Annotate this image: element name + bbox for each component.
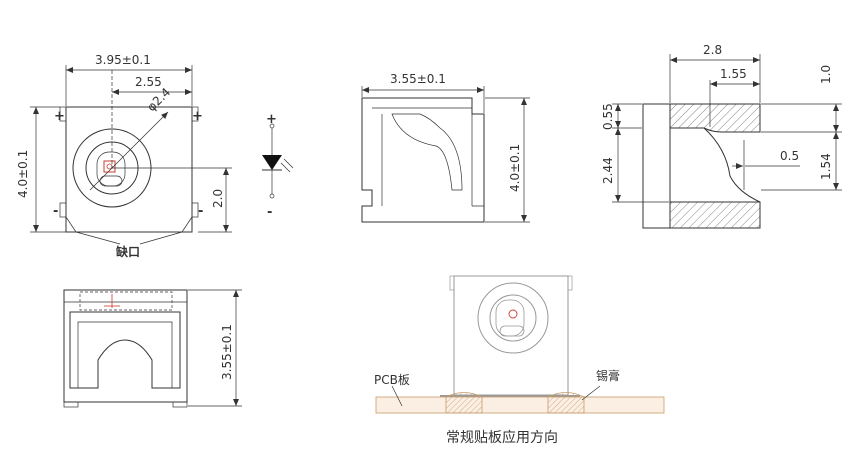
mounting-caption: 常规贴板应用方向 xyxy=(446,429,558,446)
led-symbol: + - xyxy=(262,112,294,220)
pcb-label: PCB板 xyxy=(374,373,410,387)
bottom-left-tab xyxy=(59,202,67,218)
mount-lens-inner xyxy=(489,294,537,342)
side-width-label: 3.55±0.1 xyxy=(390,72,446,86)
symbol-minus: - xyxy=(267,205,272,220)
notch-left xyxy=(65,216,77,233)
notch-label: 缺口 xyxy=(116,244,140,259)
top-left-plus: + xyxy=(54,109,65,124)
sec-2.44-label: 2.44 xyxy=(601,157,615,184)
bottom-outline xyxy=(63,289,188,403)
diode-triangle xyxy=(262,155,282,170)
section-left-wall xyxy=(642,103,671,229)
offset-dim-label: 2.55 xyxy=(135,75,162,89)
diameter-label: φ2.4 xyxy=(144,85,173,114)
section-top-hatch xyxy=(669,103,761,133)
bottom-right-minus: - xyxy=(198,204,203,219)
mount-tab-tl xyxy=(449,275,455,291)
bottom-inner-walls xyxy=(77,321,173,388)
bottom-view: 3.55±0.1 xyxy=(63,289,242,408)
solder-label: 锡膏 xyxy=(596,368,620,383)
section-view: 2.8 1.55 1.0 0.55 2.44 0.5 1.54 xyxy=(601,43,842,229)
chip-bond xyxy=(106,163,113,170)
mount-tab-tr xyxy=(567,275,573,291)
top-right-tab xyxy=(191,106,199,122)
solder-leader xyxy=(581,385,601,401)
side-leg-lines xyxy=(381,114,484,207)
symbol-plus: + xyxy=(266,112,277,127)
diameter-leader xyxy=(89,111,169,191)
bottom-foot-left xyxy=(63,401,79,408)
bottom-foot-right xyxy=(172,401,188,408)
bond-pad xyxy=(99,175,123,187)
bottom-left-minus: - xyxy=(53,204,58,219)
mount-lens-outer xyxy=(477,282,549,354)
side-view: 3.55±0.1 4.0±0.1 xyxy=(361,72,530,223)
top-left-tab xyxy=(59,106,67,122)
pcb-leader xyxy=(391,385,403,407)
bottom-hidden-chip xyxy=(79,291,173,311)
bottom-right-tab xyxy=(191,202,199,218)
half-dim-label: 2.0 xyxy=(211,189,225,208)
sec-1.54-label: 1.54 xyxy=(819,153,833,180)
top-right-plus: + xyxy=(192,109,203,124)
top-view: φ2.4 3.95±0.1 2.55 4.0±0.1 2.0 + + - - 缺… xyxy=(16,53,232,259)
mount-package-base xyxy=(440,395,580,397)
pcb-board xyxy=(375,396,665,414)
section-bottom-hatch xyxy=(669,201,761,229)
notch-leader-right xyxy=(139,231,183,245)
top-view-outline xyxy=(65,106,193,233)
led-chip xyxy=(103,160,116,173)
height-dim-label: 4.0±0.1 xyxy=(16,150,30,198)
notch-right xyxy=(181,216,193,233)
mount-package-outline xyxy=(453,275,569,396)
solder-pad-left xyxy=(445,392,483,414)
sec-1.55-label: 1.55 xyxy=(720,67,747,81)
side-height-label: 4.0±0.1 xyxy=(508,144,522,192)
mount-bond-pad xyxy=(499,325,525,337)
solder-pad-right xyxy=(547,392,585,414)
section-cavity-curve xyxy=(703,127,761,203)
side-outline xyxy=(361,97,485,223)
notch-leader-left xyxy=(75,231,121,245)
bottom-cavity-outline xyxy=(69,311,181,389)
sec-0.5-label: 0.5 xyxy=(780,149,799,163)
emission-arrow-1 xyxy=(280,162,291,173)
width-dim-label: 3.95±0.1 xyxy=(95,53,151,67)
mounting-view: PCB板 锡膏 常规贴板应用方向 xyxy=(374,275,665,446)
sec-1.0-label: 1.0 xyxy=(819,65,833,84)
emission-arrow-2 xyxy=(283,158,294,169)
bottom-height-label: 3.55±0.1 xyxy=(220,324,234,380)
side-cavity xyxy=(391,113,463,191)
sec-2.8-label: 2.8 xyxy=(703,43,722,57)
mount-chip xyxy=(508,309,518,319)
symbol-cathode-terminal xyxy=(269,193,275,199)
sec-0.55-label: 0.55 xyxy=(601,103,615,130)
